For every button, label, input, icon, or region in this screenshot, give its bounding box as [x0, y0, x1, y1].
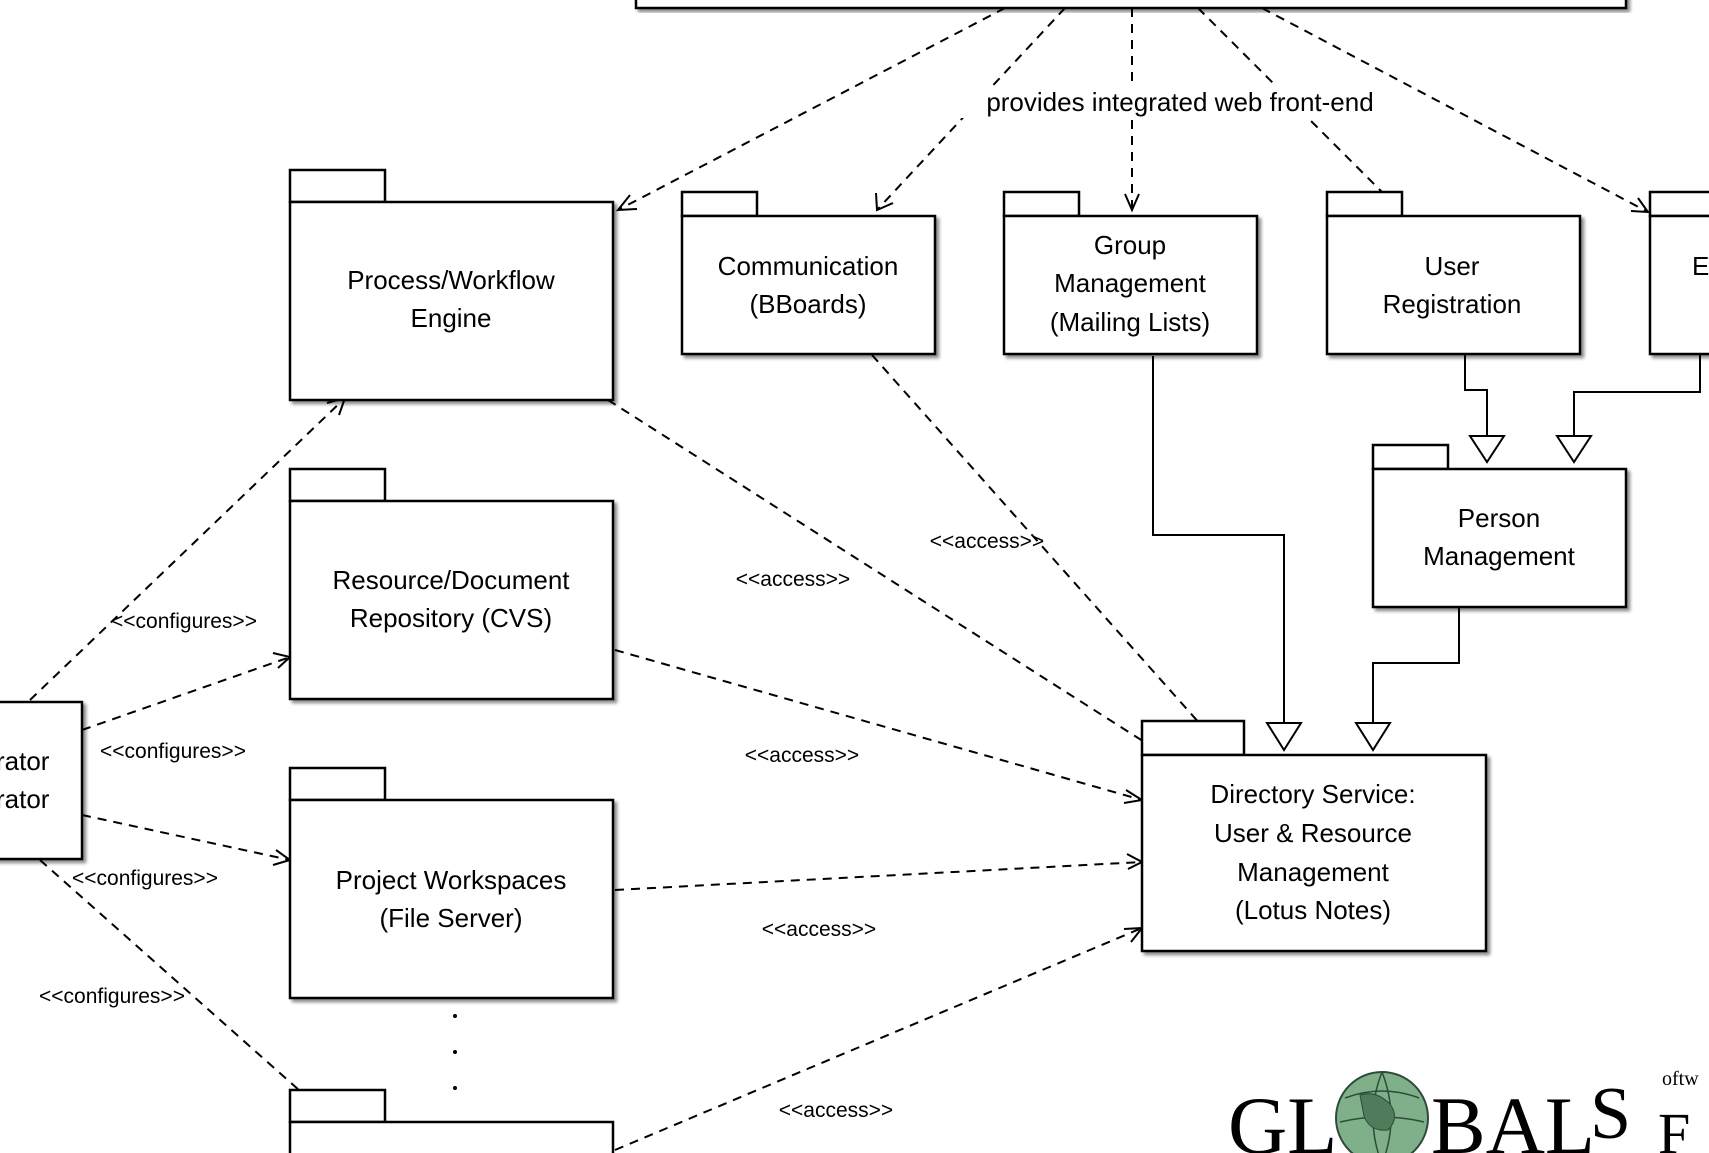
configures-label: <<configures>>	[100, 740, 246, 763]
package-label: Process/Workflow	[347, 265, 555, 295]
administrator-label: rator	[0, 746, 50, 776]
access-dependencies	[607, 354, 1227, 1151]
logo-tail-letter: F	[1658, 1101, 1690, 1153]
front-end-label: provides integrated web front-end	[986, 87, 1373, 117]
access-label: <<access>>	[745, 744, 859, 767]
package-label: Person	[1458, 503, 1540, 533]
access-label: <<access>>	[930, 530, 1044, 553]
package-label: Management	[1237, 857, 1390, 887]
access-label: <<access>>	[736, 568, 850, 591]
package-label: Communication	[718, 251, 899, 281]
package-label: Repository (CVS)	[350, 603, 552, 633]
package-process-workflow[interactable]: Process/Workflow Engine	[288, 168, 615, 402]
package-label: (Mailing Lists)	[1050, 307, 1210, 337]
access-label: <<access>>	[762, 918, 876, 941]
logo-word-end: BAL	[1431, 1080, 1595, 1153]
package-label: Project Workspaces	[336, 865, 567, 895]
package-label: (File Server)	[379, 903, 522, 933]
package-directory-service[interactable]: Directory Service: User & Resource Manag…	[1140, 719, 1488, 953]
package-resource-repository[interactable]: Resource/Document Repository (CVS)	[288, 467, 615, 701]
package-label: Management	[1054, 268, 1207, 298]
logo-small-text: oftw	[1662, 1068, 1699, 1090]
administrator-box[interactable]: rator rator	[0, 700, 84, 861]
globe-icon	[1335, 1071, 1429, 1153]
package-label: (Lotus Notes)	[1235, 895, 1391, 925]
package-user-registration[interactable]: User Registration	[1325, 190, 1582, 356]
package-label: (BBoards)	[749, 289, 866, 319]
administrator-label: rator	[0, 784, 50, 814]
package-communication[interactable]: Communication (BBoards)	[680, 190, 937, 356]
package-label: Engine	[411, 303, 492, 333]
package-person-management[interactable]: Person Management	[1371, 443, 1628, 609]
logo-word-start: GL	[1228, 1080, 1337, 1153]
logo-second-letter: S	[1590, 1073, 1631, 1153]
package-group-management[interactable]: Group Management (Mailing Lists)	[1002, 190, 1259, 356]
package-label: Management	[1423, 541, 1576, 571]
web-front-end-box	[634, 0, 1628, 10]
access-label: <<access>>	[779, 1099, 893, 1122]
package-label: Group	[1094, 230, 1166, 260]
package-label: Resource/Document	[333, 565, 571, 595]
package-partial-right[interactable]: E	[1648, 190, 1709, 356]
ellipsis-dots	[453, 1014, 457, 1090]
package-label: Directory Service:	[1210, 779, 1415, 809]
package-label: Registration	[1383, 289, 1522, 319]
package-label: User & Resource	[1214, 818, 1412, 848]
package-project-workspaces[interactable]: Project Workspaces (File Server)	[288, 766, 615, 1000]
package-label: E	[1692, 251, 1709, 281]
global-logo: GL BAL S oftw F	[1228, 1068, 1699, 1153]
configures-label: <<configures>>	[72, 867, 218, 890]
package-label: User	[1425, 251, 1480, 281]
package-additional[interactable]	[288, 1088, 615, 1153]
generalization-lines	[1152, 355, 1701, 752]
configures-label: <<configures>>	[39, 985, 185, 1008]
front-end-label-bg	[948, 86, 1408, 118]
configures-label: <<configures>>	[111, 610, 257, 633]
